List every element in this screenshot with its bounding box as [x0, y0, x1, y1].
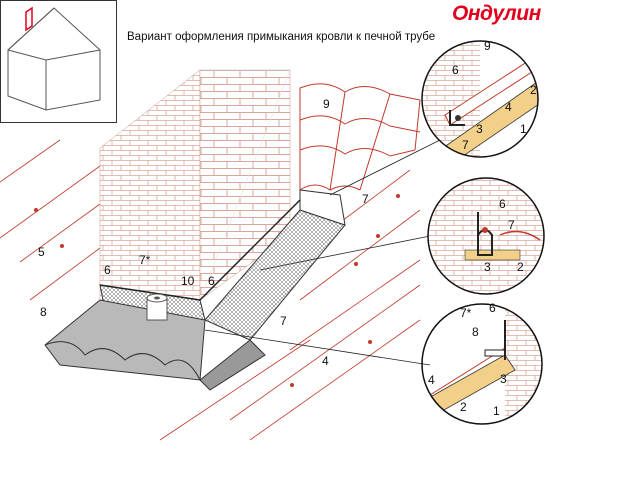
label-6-left: 6: [104, 263, 111, 277]
roof-slope-dots: [34, 194, 400, 387]
detail-top-label-1: 1: [520, 122, 527, 136]
detail-bottom-label-3: 3: [500, 372, 507, 386]
label-7-lower: 7: [280, 314, 287, 328]
wall-flashing: [99, 199, 301, 301]
label-6-right: 6: [208, 274, 215, 288]
house-thumbnail: [0, 0, 117, 123]
detail-bottom-label-7-star: 7*: [460, 306, 472, 320]
callout-leader-lines: [204, 139, 441, 366]
label-8: 8: [40, 305, 47, 319]
tape-roll: [146, 293, 168, 321]
roof-slope-lines: [0, 139, 421, 441]
detail-top-label-2: 2: [530, 83, 537, 97]
detail-bottom-label-1: 1: [493, 404, 500, 418]
detail-circle-middle: [427, 177, 545, 295]
detail-bottom-label-6: 6: [489, 301, 496, 315]
detail-top-label-9: 9: [484, 39, 491, 53]
detail-circle-bottom: [421, 303, 543, 425]
detail-mid-label-6: 6: [499, 197, 506, 211]
label-7-star: 7*: [139, 253, 151, 267]
detail-top-label-4: 4: [505, 100, 512, 114]
detail-top-label-3: 3: [476, 122, 483, 136]
detail-top-label-6: 6: [452, 63, 459, 77]
detail-mid-label-3: 3: [484, 260, 491, 274]
detail-bottom-label-2: 2: [460, 400, 467, 414]
label-10: 10: [181, 274, 195, 288]
chimney: [99, 69, 291, 301]
detail-bottom-label-8: 8: [472, 325, 479, 339]
label-9: 9: [323, 97, 330, 111]
detail-mid-label-2: 2: [517, 260, 524, 274]
brand-logo: Ондулин: [452, 2, 541, 25]
label-7-upper: 7: [362, 192, 369, 206]
label-5: 5: [38, 245, 45, 259]
corrugated-roof-sheet: [299, 83, 421, 191]
detail-bottom-label-4: 4: [428, 373, 435, 387]
label-4: 4: [322, 354, 329, 368]
detail-mid-label-7: 7: [508, 218, 515, 232]
detail-circle-top: [421, 40, 539, 158]
detail-top-label-7: 7: [462, 138, 469, 152]
diagram-title: Вариант оформления примыкания кровли к п…: [127, 31, 436, 43]
